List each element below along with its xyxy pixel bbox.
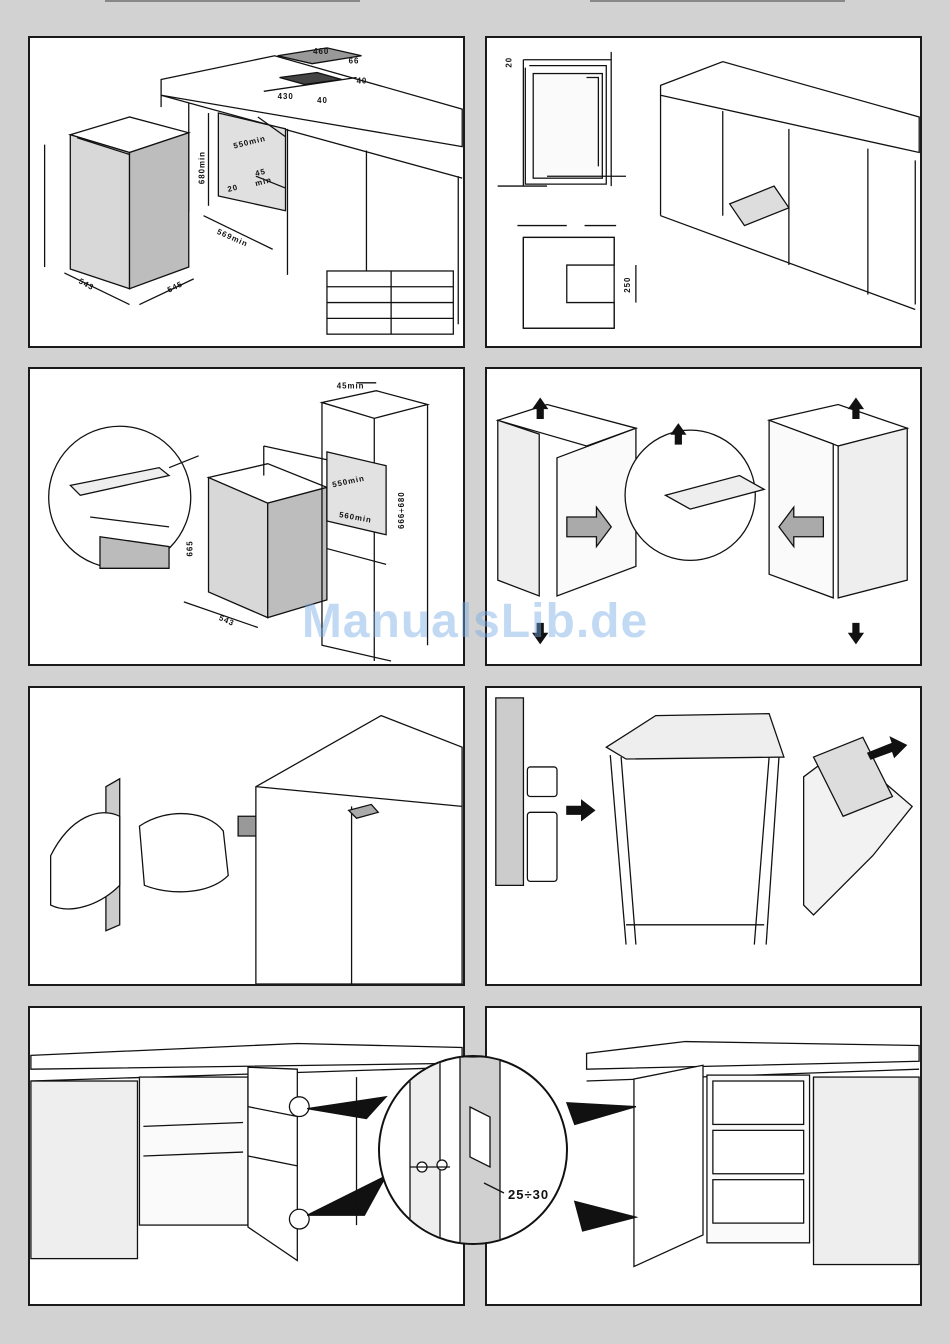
top-rule-left	[105, 0, 360, 2]
dim-665: 665	[186, 540, 195, 556]
panel-seal-strip	[28, 686, 465, 986]
gap-dimension-label: 25÷30	[508, 1187, 549, 1202]
dim-460: 460	[313, 47, 329, 56]
seal-strip-drawing	[30, 688, 463, 984]
hinge-detail-drawing: 25÷30	[380, 1057, 568, 1245]
panel-column-installation: 45min 550min 560min 666÷680 665 543	[28, 367, 465, 666]
fixing-brackets-drawing	[487, 688, 920, 984]
dim-543: 543	[77, 277, 95, 293]
dim-40-right: 40	[357, 76, 368, 85]
dim-20: 20	[504, 57, 513, 68]
dim-45min: 45min	[337, 382, 365, 391]
door-reversal-drawing	[487, 369, 920, 664]
column-installation-drawing: 45min 550min 560min 666÷680 665 543	[30, 369, 463, 664]
hinge-detail-callout: 25÷30	[378, 1055, 568, 1245]
dim-545: 545	[166, 279, 184, 294]
dim-680min: 680min	[198, 151, 207, 184]
top-rule-right	[590, 0, 845, 2]
panel-ventilation-section: 20 250	[485, 36, 922, 348]
dim-666-680: 666÷680	[397, 491, 406, 529]
ventilation-section-drawing: 20 250	[487, 38, 920, 346]
panel-dimensions-niche: 460 66 40 430 40 680min 550min 20 45 min…	[28, 36, 465, 348]
dim-543: 543	[218, 613, 236, 628]
niche-dimensions-drawing: 460 66 40 430 40 680min 550min 20 45 min…	[30, 38, 463, 346]
dim-66: 66	[349, 57, 360, 66]
dim-430: 430	[278, 92, 294, 101]
dim-40-left: 40	[317, 96, 328, 105]
dim-250: 250	[623, 277, 632, 293]
panel-door-reversal	[485, 367, 922, 666]
panel-fixing-brackets	[485, 686, 922, 986]
